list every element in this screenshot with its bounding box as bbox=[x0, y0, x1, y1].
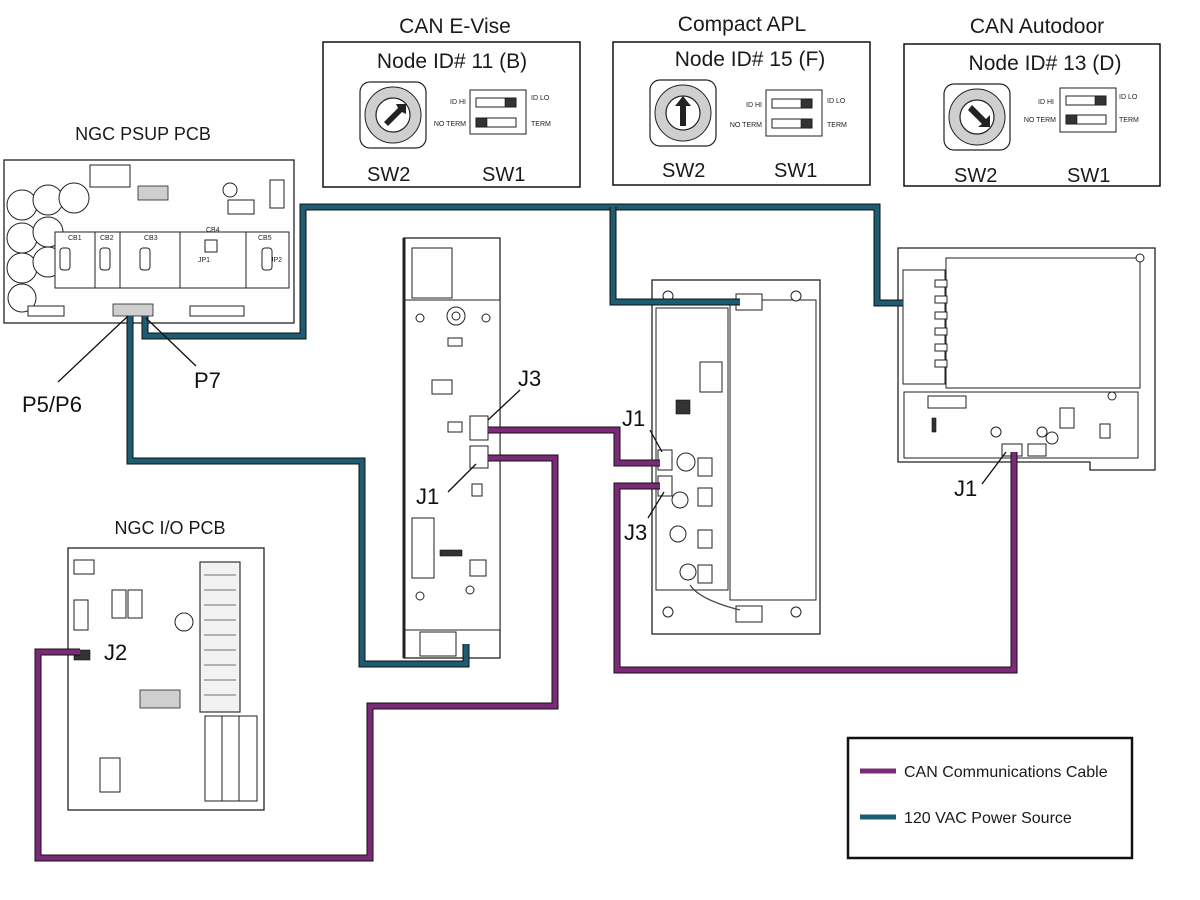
evise-term-label: TERM bbox=[531, 121, 551, 128]
io-title: NGC I/O PCB bbox=[114, 518, 225, 538]
apl-j3-header bbox=[657, 475, 673, 497]
legend: CAN Communications Cable 120 VAC Power S… bbox=[846, 736, 1134, 860]
power-wire-psup-to-evise bbox=[127, 316, 469, 667]
apl-j1-header bbox=[657, 449, 673, 471]
power-wires bbox=[126, 203, 903, 668]
psup-title: NGC PSUP PCB bbox=[75, 124, 211, 144]
autodoor-sw2-label: SW2 bbox=[954, 165, 997, 187]
p7-label: P7 bbox=[194, 368, 221, 393]
can-wire-io-to-evise-j1 bbox=[35, 455, 558, 861]
legend-frame bbox=[846, 736, 1134, 860]
apl-id-lo-label: ID LO bbox=[827, 98, 846, 105]
apl-module bbox=[651, 279, 821, 635]
can-wire-evise-j3-to-apl-j1 bbox=[488, 427, 660, 466]
psup-cb1-label: CB1 bbox=[68, 235, 82, 242]
power-wire-psup-to-autodoor bbox=[142, 204, 903, 339]
apl-rotary-arrow-icon bbox=[675, 96, 691, 126]
autodoor-sw1-label: SW1 bbox=[1067, 165, 1110, 187]
apl-title: Compact APL bbox=[678, 13, 806, 36]
autodoor-module bbox=[897, 247, 1156, 471]
psup-cb3-label: CB3 bbox=[144, 235, 158, 242]
legend-power-label: 120 VAC Power Source bbox=[904, 810, 1072, 827]
autodoor-title: CAN Autodoor bbox=[970, 15, 1104, 38]
psup-jp2-label: JP2 bbox=[270, 257, 282, 264]
apl-rotary-switch bbox=[649, 79, 717, 147]
p5p6-label: P5/P6 bbox=[22, 392, 82, 417]
autodoor-rotary-switch bbox=[943, 83, 1011, 151]
evise-no-term-label: NO TERM bbox=[434, 121, 466, 128]
connector-labels: P5/P6 P7 J2 J3 J1 J1 J3 J1 bbox=[22, 315, 1007, 665]
apl-dip-switch: ID HI NO TERM ID LO TERM bbox=[730, 89, 847, 137]
evise-node-id: Node ID# 11 (B) bbox=[377, 50, 527, 73]
apl-sw1-label: SW1 bbox=[774, 160, 817, 182]
autodoor-node-id: Node ID# 13 (D) bbox=[969, 52, 1122, 75]
evise-id-lo-label: ID LO bbox=[531, 95, 550, 102]
apl-id-hi-label: ID HI bbox=[746, 102, 762, 109]
psup-cb5-label: CB5 bbox=[258, 235, 272, 242]
can-cable-wires bbox=[34, 426, 1018, 862]
can-wire-apl-j3-to-autodoor-j1 bbox=[614, 452, 1017, 673]
evise-id-hi-label: ID HI bbox=[450, 99, 466, 106]
evise-j3-label: J3 bbox=[518, 366, 541, 391]
evise-j3-header bbox=[469, 415, 489, 441]
autodoor-id-lo-label: ID LO bbox=[1119, 94, 1138, 101]
autodoor-dip-switch: ID HI NO TERM ID LO TERM bbox=[1024, 87, 1139, 133]
evise-rotary-switch bbox=[359, 81, 427, 149]
apl-j3-label: J3 bbox=[624, 520, 647, 545]
psup-p5p6-p7-headers bbox=[112, 303, 154, 317]
apl-node-id: Node ID# 15 (F) bbox=[675, 48, 826, 71]
apl-node-panel: Compact APL Node ID# 15 (F) ID HI NO TER… bbox=[612, 13, 871, 186]
psup-cb4-label: CB4 bbox=[206, 227, 220, 234]
evise-title: CAN E-Vise bbox=[399, 15, 511, 38]
autodoor-rotary-arrow-icon bbox=[968, 105, 990, 127]
evise-j1-label: J1 bbox=[416, 484, 439, 509]
psup-cb2-label: CB2 bbox=[100, 235, 114, 242]
autodoor-j1-label: J1 bbox=[954, 476, 977, 501]
autodoor-node-panel: CAN Autodoor Node ID# 13 (D) ID HI NO TE… bbox=[903, 15, 1161, 187]
psup-pcb: NGC PSUP PCB CB1 CB2 CB3 CB4 CB5 JP1 JP2 bbox=[3, 124, 295, 324]
io-pcb: NGC I/O PCB bbox=[67, 518, 265, 811]
evise-node-panel: CAN E-Vise Node ID# 11 (B) ID HI NO TERM… bbox=[322, 15, 581, 188]
apl-sw2-label: SW2 bbox=[662, 160, 705, 182]
autodoor-id-hi-label: ID HI bbox=[1038, 99, 1054, 106]
power-wire-to-apl bbox=[610, 207, 740, 305]
evise-module bbox=[402, 237, 501, 659]
j2-label: J2 bbox=[104, 640, 127, 665]
autodoor-no-term-label: NO TERM bbox=[1024, 117, 1056, 124]
evise-rotary-arrow-icon bbox=[384, 104, 406, 126]
apl-no-term-label: NO TERM bbox=[730, 122, 762, 129]
evise-dip-switch: ID HI NO TERM ID LO TERM bbox=[434, 89, 551, 135]
evise-j1-header bbox=[469, 445, 489, 469]
evise-sw1-label: SW1 bbox=[482, 164, 525, 186]
autodoor-term-label: TERM bbox=[1119, 117, 1139, 124]
apl-j1-label: J1 bbox=[622, 406, 645, 431]
apl-term-label: TERM bbox=[827, 122, 847, 129]
psup-jp1-label: JP1 bbox=[198, 257, 210, 264]
legend-can-label: CAN Communications Cable bbox=[904, 764, 1108, 781]
evise-sw2-label: SW2 bbox=[367, 164, 410, 186]
